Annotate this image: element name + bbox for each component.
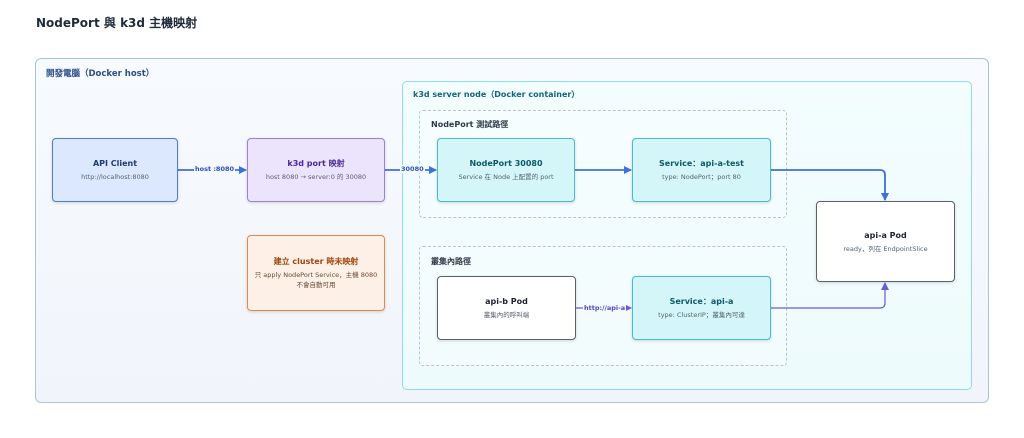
k3d-port-title: k3d port 映射 <box>287 159 345 168</box>
nodeport-title: NodePort 30080 <box>469 159 543 168</box>
edge-service-a-to-api-a <box>771 282 889 309</box>
api-client-title: API Client <box>92 159 138 168</box>
nodeport-path-label: NodePort 測試路徑 <box>431 120 509 129</box>
service-api-a-node: Service：api-a type: ClusterIP；叢集內可達 <box>632 276 771 340</box>
service-api-a-test-node: Service：api-a-test type: NodePort；port 8… <box>632 138 771 202</box>
edge-label-host-8080: host :8080 <box>194 165 236 173</box>
api-a-title: api-a Pod <box>864 230 907 240</box>
edge-service-test-to-api-a <box>771 169 889 201</box>
k3d-port-subtitle: host 8080 → server:0 的 30080 <box>265 173 367 181</box>
warning-subtitle: 只 apply NodePort Service，主機 8080 不會自動可用 <box>254 271 378 289</box>
k3d-port-mapping-node: k3d port 映射 host 8080 → server:0 的 30080 <box>247 138 385 202</box>
api-client-node: API Client http://localhost:8080 <box>52 138 178 202</box>
api-a-subtitle: ready，列在 EndpointSlice <box>843 244 928 253</box>
api-client-subtitle: http://localhost:8080 <box>81 173 149 181</box>
service-a-title: Service：api-a <box>669 297 734 306</box>
page-title: NodePort 與 k3d 主機映射 <box>36 16 198 30</box>
api-a-pod-node: api-a Pod ready，列在 EndpointSlice <box>816 201 955 282</box>
nodeport-30080-node: NodePort 30080 Service 在 Node 上配置的 port <box>437 138 575 202</box>
service-a-subtitle: type: ClusterIP；叢集內可達 <box>658 311 745 319</box>
api-b-pod-node: api-b Pod 叢集內的呼叫端 <box>437 276 576 340</box>
unmapped-warning-node: 建立 cluster 時未映射 只 apply NodePort Service… <box>247 235 385 311</box>
edge-label-30080: 30080 <box>400 165 425 173</box>
nodeport-subtitle: Service 在 Node 上配置的 port <box>458 173 554 181</box>
cluster-path-label: 叢集內路徑 <box>431 257 471 266</box>
docker-host-label: 開發電腦（Docker host） <box>46 69 155 79</box>
warning-title: 建立 cluster 時未映射 <box>273 257 359 266</box>
api-b-subtitle: 叢集內的呼叫端 <box>483 311 530 319</box>
k3d-server-node-label: k3d server node（Docker container） <box>413 90 580 99</box>
service-test-title: Service：api-a-test <box>659 159 744 168</box>
service-test-subtitle: type: NodePort；port 80 <box>662 173 741 181</box>
edge-label-http-api-a: http://api-a <box>583 304 627 312</box>
api-b-title: api-b Pod <box>485 297 528 306</box>
